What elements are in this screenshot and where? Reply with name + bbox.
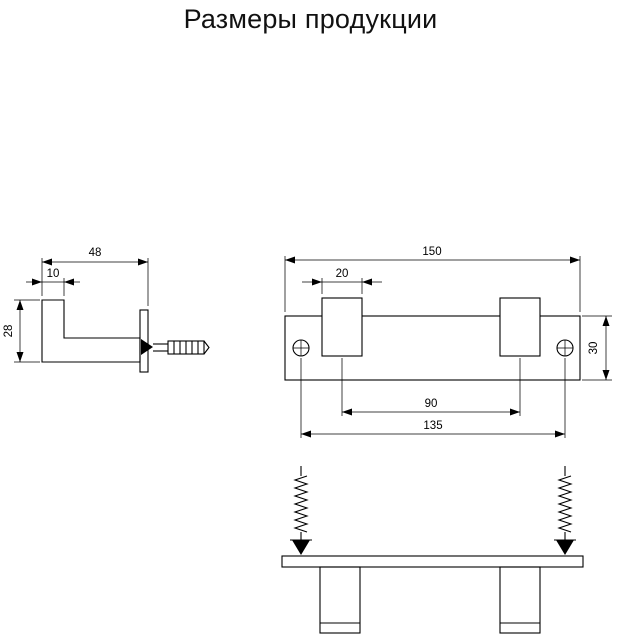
dim-label-thickness: 10 (47, 268, 60, 280)
hook-post-left (319, 566, 361, 634)
hook-post-right (499, 566, 541, 634)
dim-label-total-width: 150 (422, 246, 441, 258)
dimension-plate-height-30: 30 (582, 315, 612, 381)
dimension-hole-spacing-135: 135 (300, 358, 566, 438)
hook-block-right (499, 297, 541, 357)
front-view: 150 20 30 9 (284, 246, 612, 438)
dim-label-hook-spacing: 90 (425, 398, 438, 410)
page-title: Размеры продукции (183, 4, 438, 34)
hook-block-left (321, 297, 363, 357)
dimension-thickness-10: 10 (26, 268, 80, 296)
dim-label-hole-spacing: 135 (423, 420, 442, 432)
screw-hole-left-icon (292, 339, 310, 357)
dim-label-hook-width: 20 (336, 268, 349, 280)
mounting-plate (284, 315, 581, 381)
dimension-depth-48: 48 (41, 247, 149, 306)
plate-edge (281, 555, 584, 568)
bottom-view (281, 466, 584, 634)
plate-cross-section (139, 309, 149, 373)
dimension-hook-width-20: 20 (302, 268, 382, 294)
hook-body-side (41, 299, 141, 363)
dim-label-depth: 48 (89, 247, 102, 259)
dimension-hook-spacing-90: 90 (341, 358, 521, 416)
dim-label-plate-height: 30 (588, 342, 600, 355)
dimension-height-28: 28 (3, 299, 40, 363)
dim-label-height: 28 (3, 325, 15, 338)
screw-hole-right-icon (556, 339, 574, 357)
anchor-left-icon (290, 466, 312, 555)
screw-head-icon (141, 339, 153, 355)
anchor-right-icon (554, 466, 576, 555)
wall-anchor-icon (167, 340, 210, 355)
side-view: 48 10 28 (3, 247, 210, 373)
dimension-total-width-150: 150 (284, 246, 581, 312)
